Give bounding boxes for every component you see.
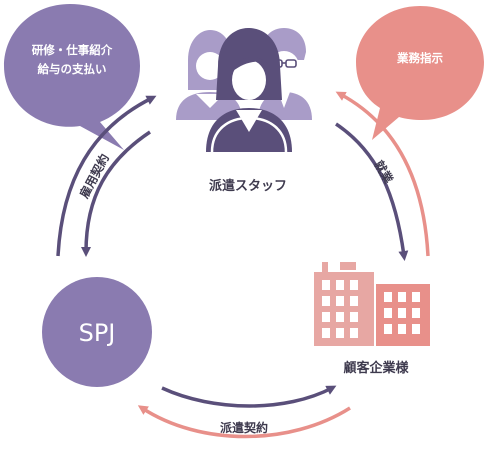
employment-arrows [56, 95, 157, 257]
bubble-training-salary: 研修・仕事紹介 給与の支払い [4, 4, 140, 150]
dispatch-label: 派遣契約 [220, 420, 268, 435]
bubble-right-text: 業務指示 [396, 51, 443, 65]
staff-label: 派遣スタッフ [209, 178, 287, 194]
spj-node: SPJ [42, 277, 152, 387]
staff-group-icon [176, 28, 312, 153]
bubble-left-line1: 研修・仕事紹介 [32, 43, 113, 57]
work-arrows [335, 91, 430, 261]
building-icon [314, 262, 430, 346]
dispatch-arrows [137, 385, 351, 439]
work-label: 就業 [371, 158, 396, 187]
spj-label: SPJ [79, 319, 116, 347]
bubble-left-line2: 給与の支払い [38, 62, 107, 76]
client-label: 顧客企業様 [343, 360, 409, 376]
bubble-work-instruction: 業務指示 [356, 6, 484, 140]
